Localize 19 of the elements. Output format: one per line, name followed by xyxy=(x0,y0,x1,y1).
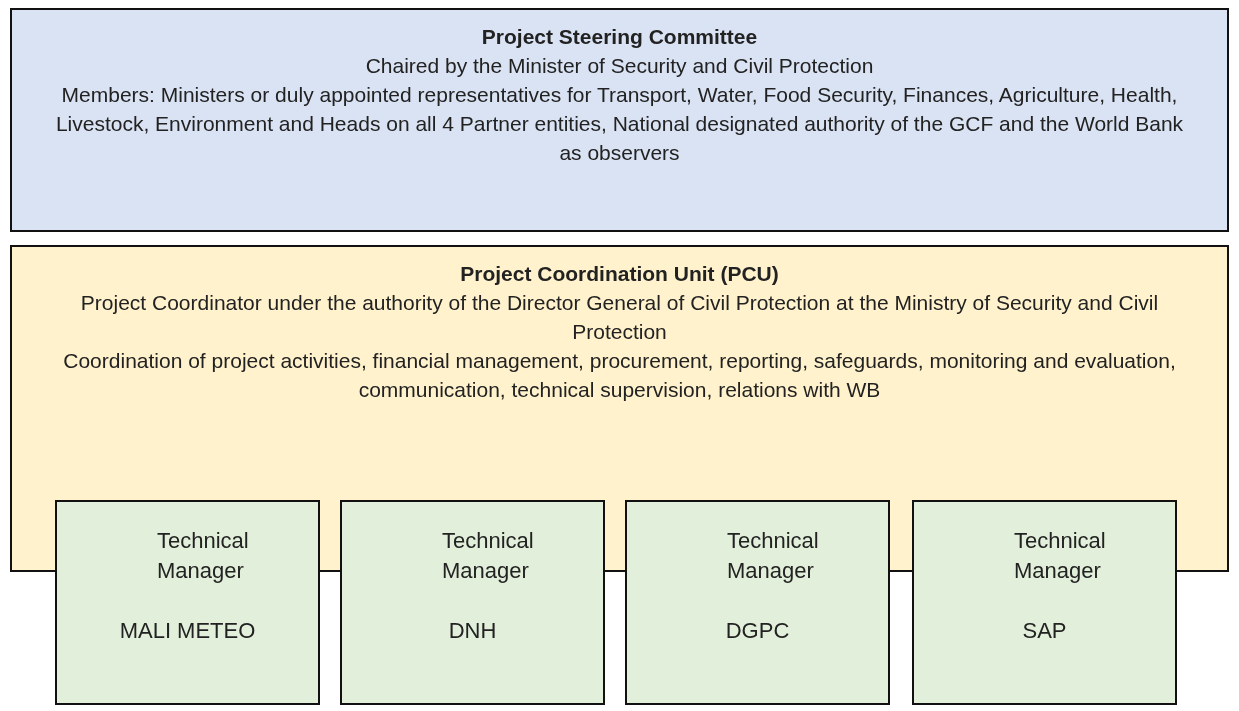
agency-name: MALI METEO xyxy=(118,617,257,645)
unit-description: Chaired by the Minister of Security and Civil Protection xyxy=(364,53,875,79)
manager-box xyxy=(912,500,1177,705)
manager-box xyxy=(340,500,605,705)
unit-description: Members: Ministers or duly appointed representatives for Transport, Water, Food Security, Finances, Agriculture, Health, Livestock, Environment and Heads on all 4 Partner entities, National designated authority of the GCF and the World Bank as observers xyxy=(54,82,1185,166)
role-title: Technical Manager xyxy=(441,527,535,585)
manager-box xyxy=(55,500,320,705)
role-title: Technical Manager xyxy=(726,527,820,585)
agency-name: DGPC xyxy=(724,617,791,645)
agency-name: DNH xyxy=(447,617,498,645)
unit-heading: Project Steering Committee xyxy=(480,24,759,50)
unit-description: Project Coordinator under the authority of the Director General of Civil Protection at the Ministry of Security and Civil Protection xyxy=(79,290,1160,345)
agency-name: SAP xyxy=(1021,617,1068,645)
role-title: Technical Manager xyxy=(1013,527,1107,585)
manager-box xyxy=(625,500,890,705)
unit-heading: Project Coordination Unit (PCU) xyxy=(459,261,780,287)
role-title: Technical Manager xyxy=(156,527,250,585)
unit-description: Coordination of project activities, financial management, procurement, reporting, safeguards, monitoring and evaluation, communication, technical supervision, relations with WB xyxy=(62,348,1177,403)
org-unit-box xyxy=(10,8,1229,232)
